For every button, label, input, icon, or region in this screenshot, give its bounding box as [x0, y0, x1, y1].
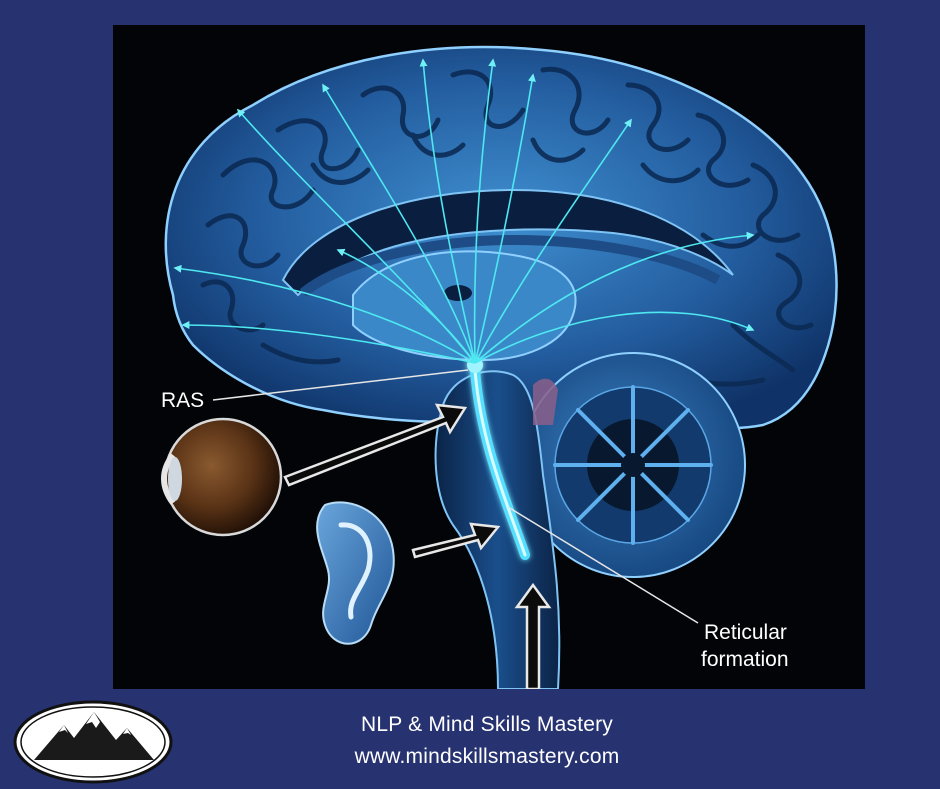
- brand-url-link[interactable]: www.mindskillsmastery.com: [354, 745, 620, 768]
- label-leaders: [212, 369, 699, 624]
- ras-label: RAS: [161, 389, 204, 412]
- thalamus: [352, 250, 577, 362]
- brain-illustration: RAS Reticular formation: [161, 45, 838, 689]
- cerebellum: [520, 352, 746, 578]
- reticular-formation-label-line2: formation: [701, 648, 789, 671]
- corpus-callosum: [281, 188, 734, 297]
- brand-title: NLP & Mind Skills Mastery: [360, 713, 614, 736]
- gyri-folds: [200, 66, 814, 387]
- reticular-formation-label-line1: Reticular: [704, 621, 787, 644]
- eye-icon: [161, 417, 283, 537]
- projection-rays: [173, 58, 755, 364]
- sensory-input-arrows: [283, 403, 552, 689]
- brain-diagram: RAS Reticular formation: [113, 25, 865, 689]
- ear-icon: [316, 501, 395, 645]
- mountain-logo-icon: [12, 700, 174, 784]
- ras-column: [467, 357, 530, 560]
